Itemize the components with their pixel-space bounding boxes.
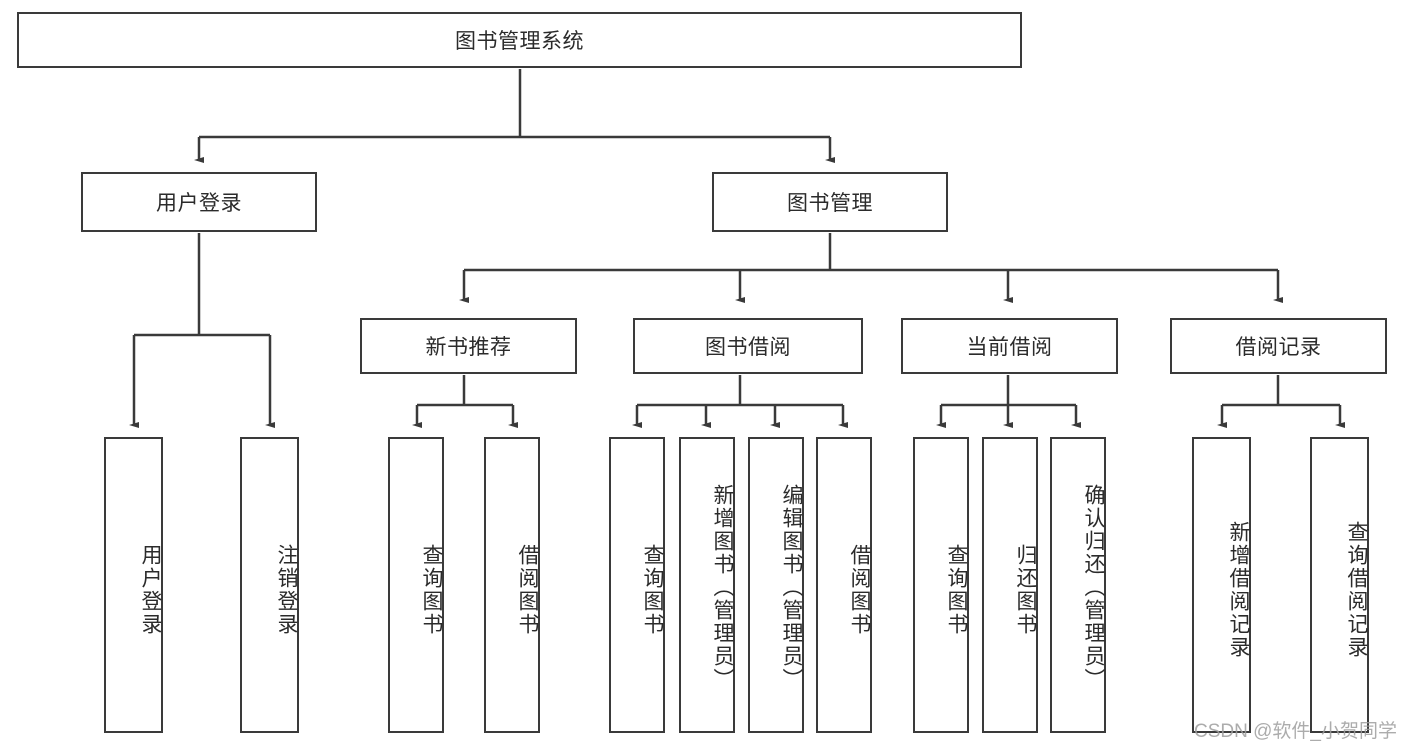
node-root[interactable]: 图书管理系统 xyxy=(17,12,1022,68)
leaf-query-book-borrow[interactable]: 查询图书 xyxy=(609,437,665,733)
leaf-query-book-current[interactable]: 查询图书 xyxy=(913,437,969,733)
leaf-edit-book-admin[interactable]: 编辑图书（管理员） xyxy=(748,437,804,733)
node-user-login[interactable]: 用户登录 xyxy=(81,172,317,232)
leaf-return-book[interactable]: 归还图书 xyxy=(982,437,1038,733)
leaf-borrow-book-recommend[interactable]: 借阅图书 xyxy=(484,437,540,733)
node-borrow-record[interactable]: 借阅记录 xyxy=(1170,318,1387,374)
leaf-query-book-recommend[interactable]: 查询图书 xyxy=(388,437,444,733)
node-book-borrow[interactable]: 图书借阅 xyxy=(633,318,863,374)
leaf-user-logout[interactable]: 注销登录 xyxy=(240,437,299,733)
leaf-query-borrow-record[interactable]: 查询借阅记录 xyxy=(1310,437,1369,733)
leaf-user-login[interactable]: 用户登录 xyxy=(104,437,163,733)
leaf-add-borrow-record[interactable]: 新增借阅记录 xyxy=(1192,437,1251,733)
node-new-book-recommend[interactable]: 新书推荐 xyxy=(360,318,577,374)
leaf-confirm-return-admin[interactable]: 确认归还（管理员） xyxy=(1050,437,1106,733)
leaf-borrow-book[interactable]: 借阅图书 xyxy=(816,437,872,733)
leaf-add-book-admin[interactable]: 新增图书（管理员） xyxy=(679,437,735,733)
node-book-management[interactable]: 图书管理 xyxy=(712,172,948,232)
node-current-borrow[interactable]: 当前借阅 xyxy=(901,318,1118,374)
watermark-text: CSDN @软件_小贺同学 xyxy=(1194,721,1397,742)
